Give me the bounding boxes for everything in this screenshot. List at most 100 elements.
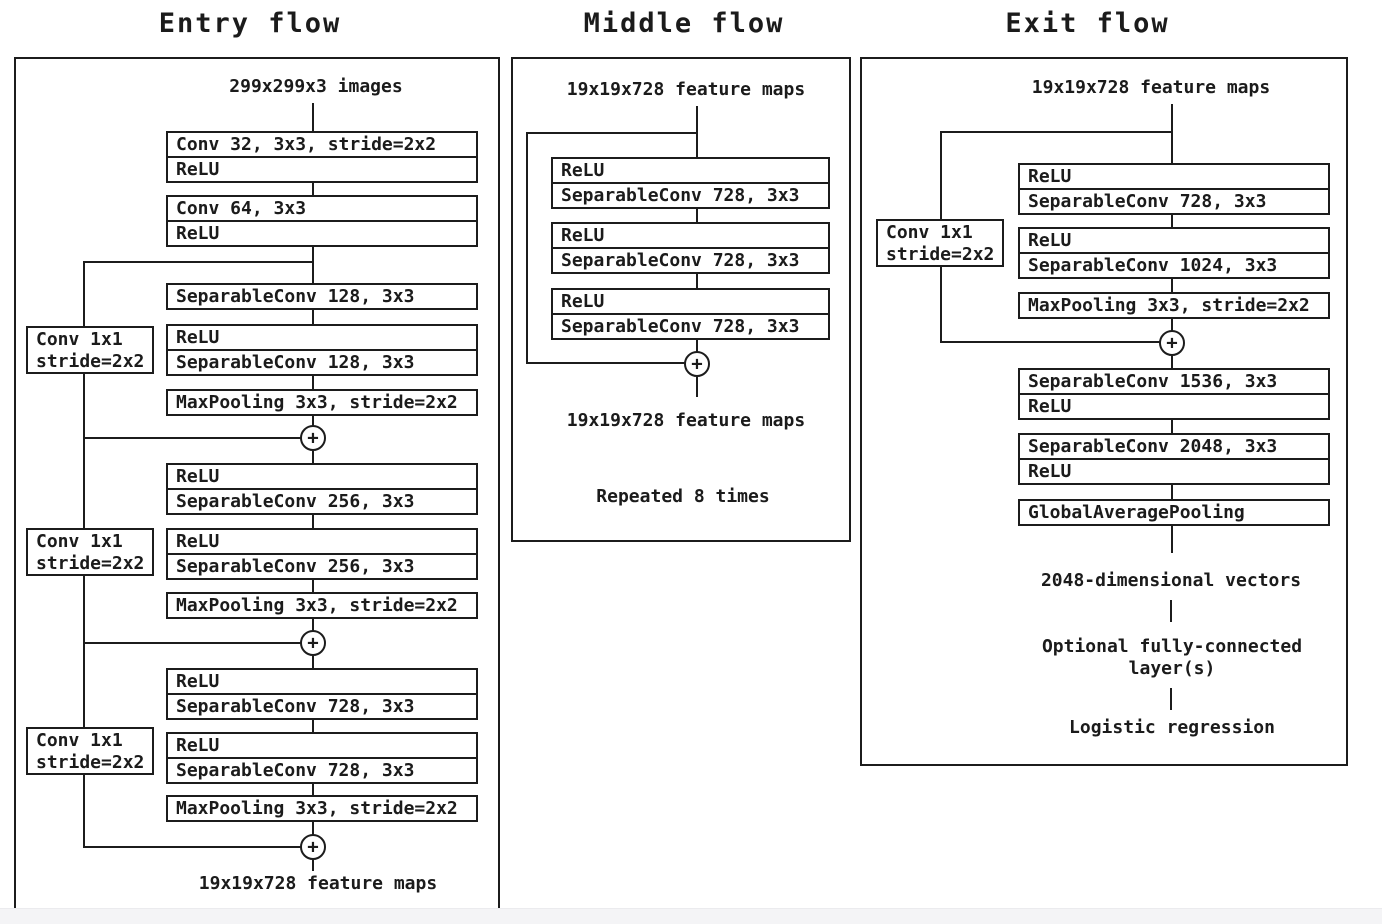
entry-flow-title: Entry flow bbox=[158, 8, 342, 39]
connector-line bbox=[312, 451, 314, 463]
connector-line bbox=[1171, 279, 1173, 293]
skip-conv-box: Conv 1x1 stride=2x2 bbox=[26, 727, 154, 775]
skip-line-vertical bbox=[940, 267, 942, 343]
layer-row: ReLU bbox=[168, 220, 476, 245]
skip-line-vertical bbox=[526, 132, 528, 364]
layer-row: SeparableConv 1536, 3x3 bbox=[1028, 371, 1278, 392]
skip-merge-line bbox=[526, 362, 686, 364]
connector-tick bbox=[1170, 600, 1172, 622]
middle-input-label: 19x19x728 feature maps bbox=[566, 79, 806, 100]
exit-fc-label: Optional fully-connected layer(s) bbox=[1041, 636, 1303, 679]
layer-row: SeparableConv 728, 3x3 bbox=[553, 247, 828, 272]
layer-box: MaxPooling 3x3, stride=2x2 bbox=[1018, 292, 1330, 319]
middle-output-label: 19x19x728 feature maps bbox=[566, 410, 806, 431]
skip-conv-line: Conv 1x1 bbox=[36, 329, 123, 350]
layer-row: SeparableConv 728, 3x3 bbox=[1020, 188, 1328, 213]
skip-conv-line: Conv 1x1 bbox=[36, 531, 123, 552]
layer-box: MaxPooling 3x3, stride=2x2 bbox=[166, 592, 478, 619]
exit-input-label: 19x19x728 feature maps bbox=[1031, 77, 1271, 98]
connector-tick bbox=[1170, 688, 1172, 710]
skip-conv-line: Conv 1x1 bbox=[886, 222, 973, 243]
connector-line bbox=[312, 416, 314, 427]
layer-row: ReLU bbox=[176, 466, 220, 487]
layer-box: GlobalAveragePooling bbox=[1018, 499, 1330, 526]
exit-logistic-label: Logistic regression bbox=[1069, 717, 1275, 738]
layer-box: Conv 32, 3x3, stride=2x2 ReLU bbox=[166, 131, 478, 183]
connector-line bbox=[312, 619, 314, 631]
layer-box: ReLU SeparableConv 728, 3x3 bbox=[551, 222, 830, 274]
layer-box: ReLU SeparableConv 728, 3x3 bbox=[1018, 163, 1330, 215]
layer-box: SeparableConv 1536, 3x3 ReLU bbox=[1018, 368, 1330, 420]
connector-line bbox=[312, 183, 314, 195]
skip-conv-line: stride=2x2 bbox=[36, 351, 145, 372]
connector-line bbox=[312, 103, 314, 132]
layer-box: ReLU SeparableConv 728, 3x3 bbox=[166, 732, 478, 784]
skip-branch-line bbox=[940, 131, 1173, 133]
connector-line bbox=[1171, 356, 1173, 369]
layer-box: ReLU SeparableConv 728, 3x3 bbox=[166, 668, 478, 720]
layer-row: ReLU bbox=[561, 160, 605, 181]
layer-row: MaxPooling 3x3, stride=2x2 bbox=[176, 595, 458, 616]
middle-repeat-note: Repeated 8 times bbox=[596, 486, 770, 507]
layer-row: SeparableConv 128, 3x3 bbox=[168, 349, 476, 374]
layer-row: ReLU bbox=[1020, 458, 1328, 483]
middle-flow-title: Middle flow bbox=[583, 8, 785, 39]
connector-line bbox=[312, 580, 314, 592]
layer-row: Conv 64, 3x3 bbox=[176, 198, 307, 219]
layer-row: GlobalAveragePooling bbox=[1028, 502, 1245, 523]
connector-line bbox=[696, 340, 698, 352]
connector-line bbox=[1171, 215, 1173, 228]
skip-merge-line bbox=[83, 846, 301, 848]
layer-row: ReLU bbox=[176, 327, 220, 348]
connector-line bbox=[312, 822, 314, 835]
connector-line bbox=[312, 860, 314, 871]
connector-line bbox=[696, 209, 698, 223]
layer-box: SeparableConv 2048, 3x3 ReLU bbox=[1018, 433, 1330, 485]
layer-box: ReLU SeparableConv 728, 3x3 bbox=[551, 157, 830, 209]
connector-line bbox=[696, 377, 698, 397]
layer-row: SeparableConv 728, 3x3 bbox=[168, 693, 476, 718]
connector-line bbox=[312, 784, 314, 795]
merge-plus-icon: + bbox=[300, 834, 326, 860]
entry-input-label: 299x299x3 images bbox=[229, 76, 403, 97]
layer-row: SeparableConv 728, 3x3 bbox=[553, 313, 828, 338]
exit-flow-title: Exit flow bbox=[1005, 8, 1170, 39]
middle-flow-panel bbox=[511, 57, 851, 542]
layer-row: SeparableConv 728, 3x3 bbox=[168, 757, 476, 782]
connector-line bbox=[1171, 104, 1173, 163]
layer-box: SeparableConv 128, 3x3 bbox=[166, 283, 478, 310]
layer-row: ReLU bbox=[168, 156, 476, 181]
connector-line bbox=[312, 656, 314, 668]
layer-row: SeparableConv 256, 3x3 bbox=[168, 553, 476, 578]
layer-box: ReLU SeparableConv 256, 3x3 bbox=[166, 463, 478, 515]
skip-merge-line bbox=[940, 341, 1160, 343]
layer-row: ReLU bbox=[561, 291, 605, 312]
layer-row: ReLU bbox=[176, 531, 220, 552]
skip-branch-line bbox=[83, 261, 314, 263]
skip-merge-line bbox=[83, 437, 301, 439]
layer-box: ReLU SeparableConv 728, 3x3 bbox=[551, 288, 830, 340]
skip-conv-line: Conv 1x1 bbox=[36, 730, 123, 751]
layer-row: ReLU bbox=[176, 671, 220, 692]
skip-conv-line: stride=2x2 bbox=[36, 752, 145, 773]
layer-row: SeparableConv 256, 3x3 bbox=[168, 488, 476, 513]
skip-conv-line: stride=2x2 bbox=[36, 553, 145, 574]
layer-box: Conv 64, 3x3 ReLU bbox=[166, 195, 478, 247]
skip-conv-box: Conv 1x1 stride=2x2 bbox=[26, 528, 154, 576]
connector-line bbox=[312, 247, 314, 283]
layer-row: MaxPooling 3x3, stride=2x2 bbox=[176, 798, 458, 819]
connector-line bbox=[312, 310, 314, 324]
connector-line bbox=[1171, 319, 1173, 331]
connector-line bbox=[312, 376, 314, 389]
exit-flow-panel bbox=[860, 57, 1348, 766]
layer-row: ReLU bbox=[1028, 166, 1072, 187]
connector-line bbox=[1171, 420, 1173, 434]
layer-row: ReLU bbox=[1028, 230, 1072, 251]
layer-box: MaxPooling 3x3, stride=2x2 bbox=[166, 389, 478, 416]
skip-branch-line bbox=[526, 132, 698, 134]
layer-row: Conv 32, 3x3, stride=2x2 bbox=[176, 134, 437, 155]
layer-row: ReLU bbox=[176, 735, 220, 756]
skip-line-vertical bbox=[940, 131, 942, 220]
skip-merge-line bbox=[83, 642, 301, 644]
